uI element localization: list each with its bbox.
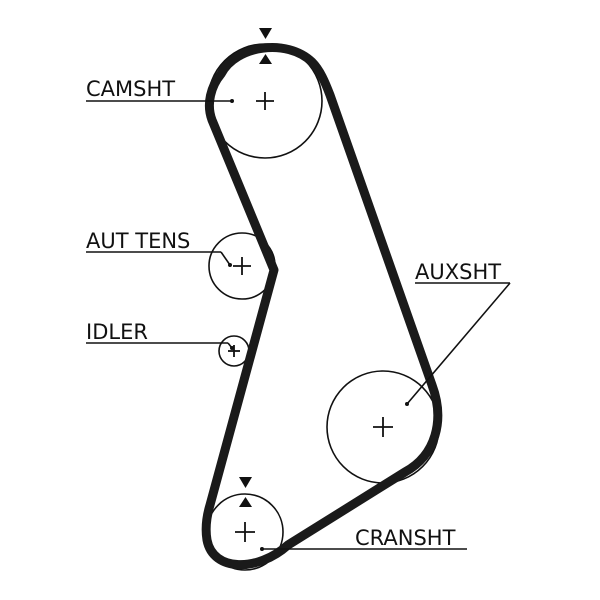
tensioner-leader — [86, 251, 232, 267]
auxshaft-leader — [405, 282, 511, 406]
camshaft-timing-mark-down — [259, 28, 272, 39]
crankshaft-timing-mark-down — [239, 477, 252, 488]
camshaft-center-cross — [256, 92, 274, 110]
tensioner-label: AUT TENS — [86, 229, 190, 253]
camshaft-timing-mark-up — [259, 54, 272, 64]
crankshaft-label: CRANSHT — [355, 526, 456, 550]
auxshaft-center-cross — [373, 417, 393, 437]
idler-center-cross — [228, 345, 240, 357]
crankshaft-center-cross — [235, 522, 255, 542]
camshaft-label: CAMSHT — [86, 77, 175, 101]
tensioner-center-cross — [233, 257, 251, 275]
timing-belt — [201, 43, 443, 570]
idler-leader — [86, 342, 234, 350]
crankshaft-leader — [260, 547, 467, 551]
camshaft-leader — [86, 99, 234, 103]
crankshaft-timing-mark-up — [239, 497, 252, 507]
auxshaft-label: AUXSHT — [415, 260, 501, 284]
idler-label: IDLER — [86, 320, 148, 344]
